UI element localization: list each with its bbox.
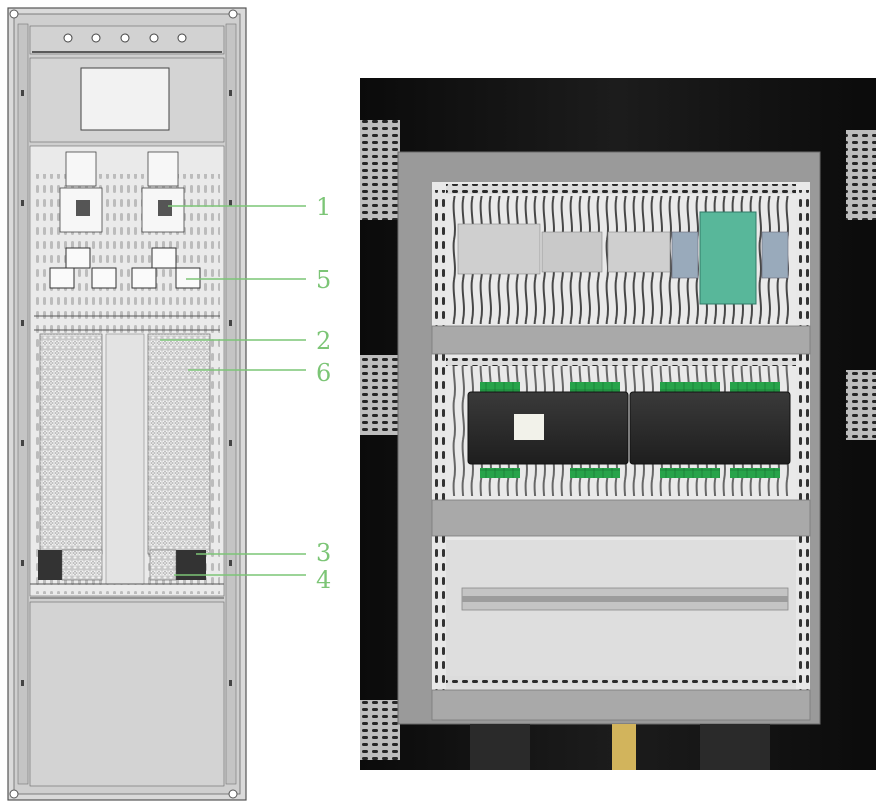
callouts: 1 5 2 6 3 4: [160, 193, 331, 594]
cabinet-drawing: [7, 7, 247, 801]
callout-1: 1: [316, 193, 331, 221]
callout-3: 3: [316, 539, 331, 567]
callout-4: 4: [316, 566, 331, 594]
callout-2: 2: [316, 327, 331, 355]
callout-6: 6: [316, 359, 331, 387]
callout-5: 5: [316, 266, 331, 294]
cabinet-photo: [360, 78, 876, 770]
